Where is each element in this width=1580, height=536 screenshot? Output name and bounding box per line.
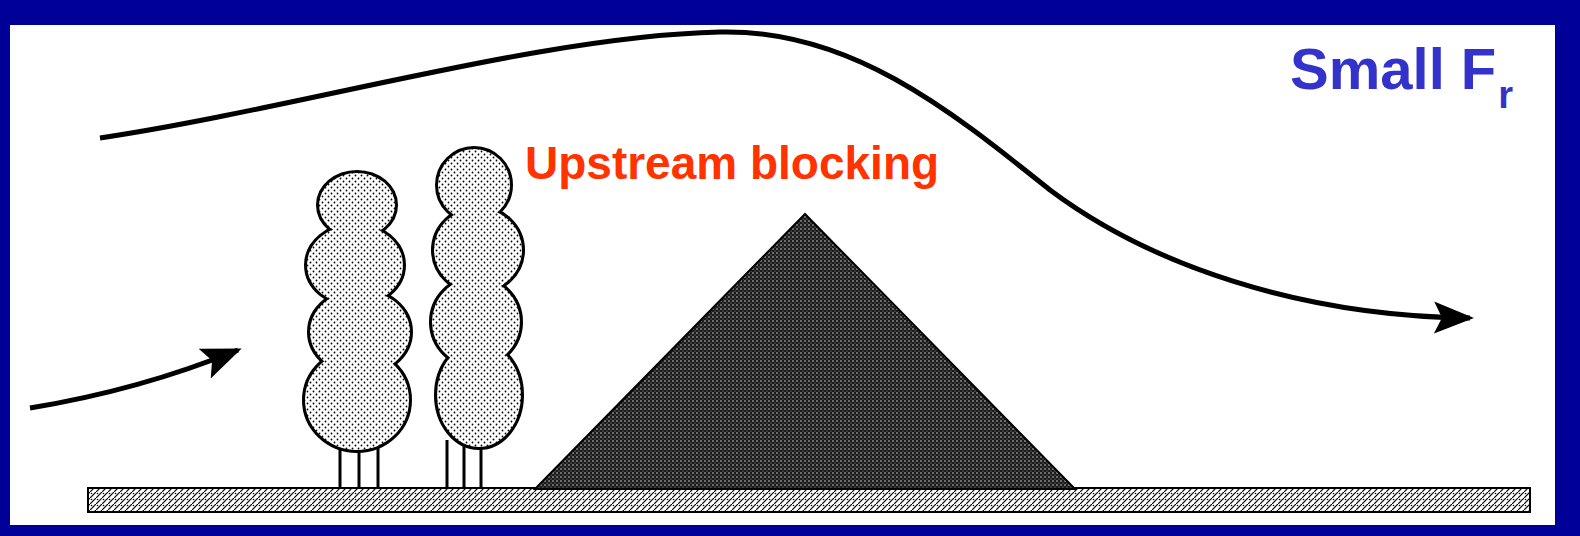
- tree-crown: [305, 149, 522, 450]
- flow-arrow: [30, 350, 238, 408]
- froude-number-label: Small F: [1290, 40, 1496, 98]
- ground-strip: [88, 488, 1530, 512]
- mountain: [535, 214, 1075, 489]
- froude-subscript: r: [1498, 76, 1513, 114]
- flow-regime-label: Upstream blocking: [525, 140, 939, 186]
- streamline: [100, 32, 1470, 318]
